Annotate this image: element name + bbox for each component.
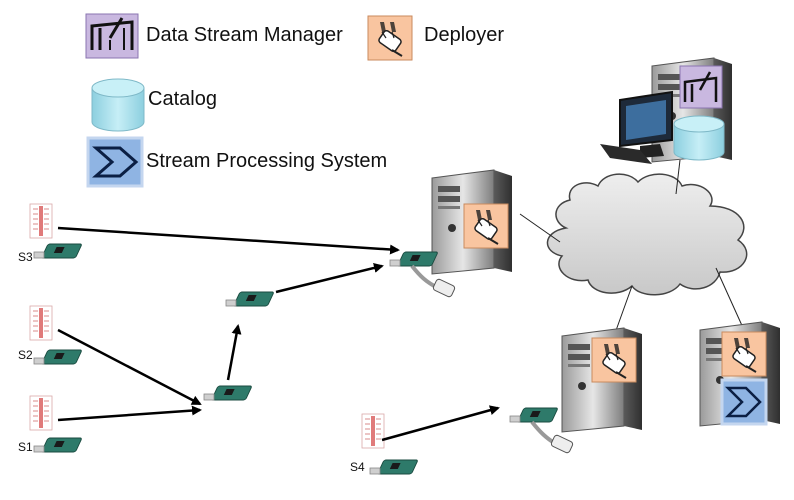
network-links [519, 159, 745, 337]
network-cloud [546, 173, 748, 296]
legend-sps-label: Stream Processing System [146, 150, 388, 172]
sensor-s2 [29, 305, 83, 365]
legend-dsm-icon [85, 13, 139, 59]
sensor-s4 [361, 413, 419, 475]
relay-node-upper [225, 291, 275, 307]
sensor-s1 [29, 395, 83, 453]
dsm-workstation [600, 57, 733, 164]
server-processing-a [509, 327, 643, 454]
legend-sps-icon [86, 136, 144, 188]
sensor-s2-label: S2 [18, 348, 33, 362]
arrow-s4-to-processing [381, 405, 500, 442]
arrow-s1-to-relay [57, 405, 202, 422]
server-ingest [389, 169, 513, 298]
legend-dsm-label: Data Stream Manager [146, 24, 343, 46]
arrow-relay-to-ingest [275, 263, 384, 294]
arrow-relay-up [226, 324, 242, 381]
server-processing-b [699, 321, 781, 427]
sensor-s3-label: S3 [18, 250, 33, 264]
legend-deployer-icon [367, 15, 413, 61]
arrow-s2-to-relay [57, 328, 202, 406]
relay-node-lower [203, 385, 253, 401]
arrow-s3-to-ingest [57, 226, 400, 255]
legend-catalog-icon [91, 78, 145, 132]
sensor-s3 [29, 203, 83, 259]
sensor-s1-label: S1 [18, 440, 33, 454]
stream-arrows [57, 226, 500, 442]
legend-catalog-label: Catalog [148, 88, 217, 110]
sensor-s4-label: S4 [350, 460, 365, 474]
legend-deployer-label: Deployer [424, 24, 505, 46]
